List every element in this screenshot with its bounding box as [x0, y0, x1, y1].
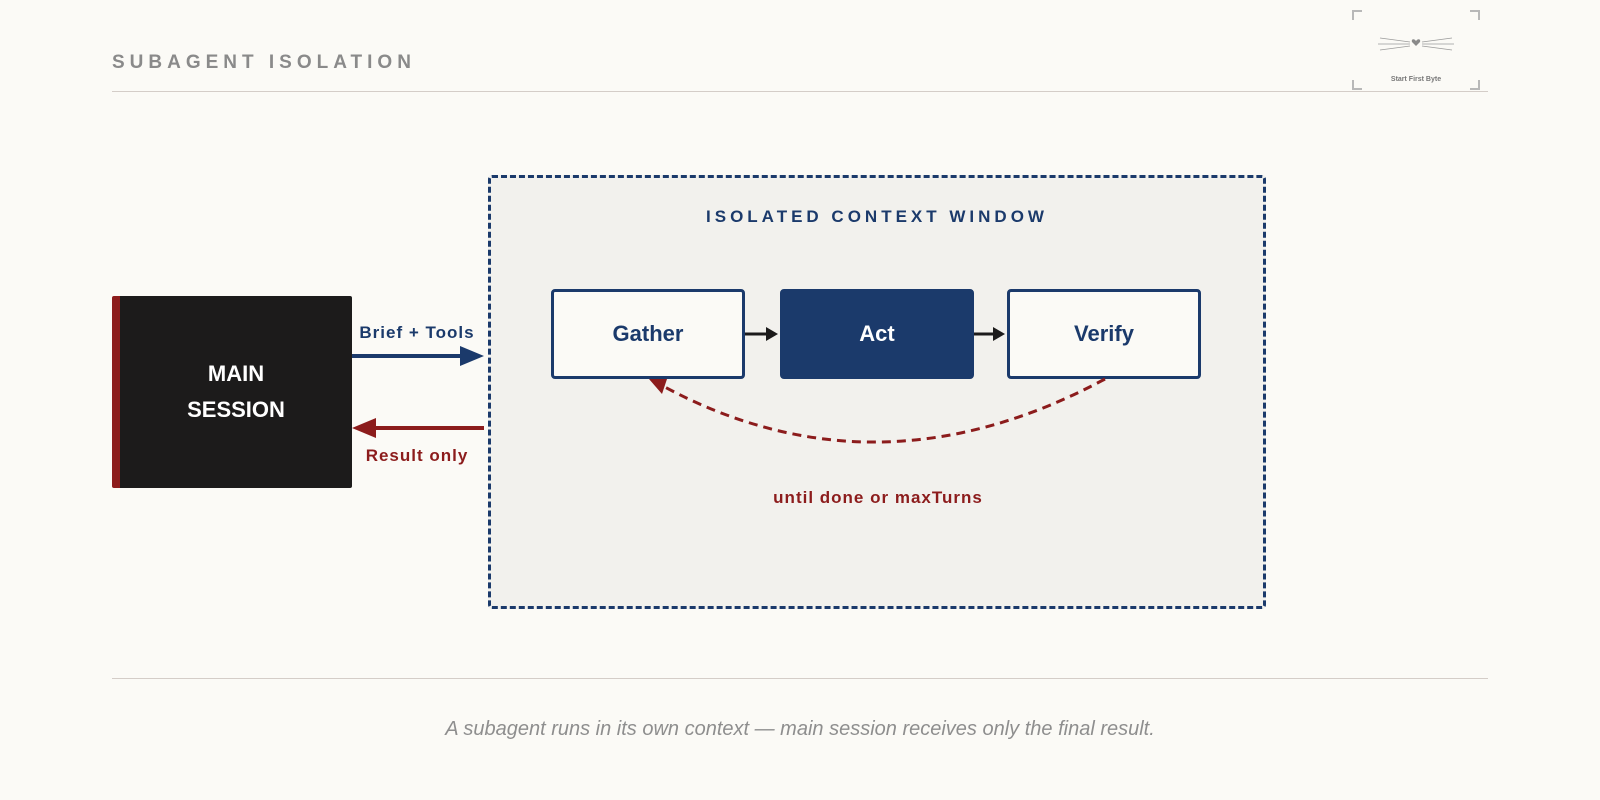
- isolated-context-window: [488, 175, 1266, 609]
- logo-corner-top-right: [1470, 10, 1480, 20]
- footer-caption: A subagent runs in its own context — mai…: [445, 718, 1155, 740]
- cat-whiskers-icon: [1378, 37, 1454, 51]
- header-divider: [112, 91, 1488, 92]
- logo-corner-bottom-right: [1470, 80, 1480, 90]
- logo-text: Start First Byte: [1390, 76, 1442, 83]
- brief-tools-label: Brief + Tools: [359, 323, 475, 342]
- main-session-box: MAIN SESSION: [112, 296, 352, 488]
- step-act: Act: [780, 289, 974, 379]
- step-gather: Gather: [551, 289, 745, 379]
- result-only-label: Result only: [365, 446, 469, 465]
- brief-arrow: [352, 346, 484, 366]
- logo-corner-top-left: [1352, 10, 1362, 20]
- logo-corner-bottom-left: [1352, 80, 1362, 90]
- footer-divider: [112, 678, 1488, 679]
- isolated-context-title: ISOLATED CONTEXT WINDOW: [706, 207, 1048, 226]
- step-verify: Verify: [1007, 289, 1201, 379]
- result-arrow: [352, 418, 484, 438]
- loop-condition-label: until done or maxTurns: [773, 488, 983, 507]
- brand-logo: Start First Byte: [1352, 10, 1480, 90]
- main-session-label: MAIN SESSION: [187, 361, 285, 422]
- page-title: SUBAGENT ISOLATION: [112, 52, 416, 73]
